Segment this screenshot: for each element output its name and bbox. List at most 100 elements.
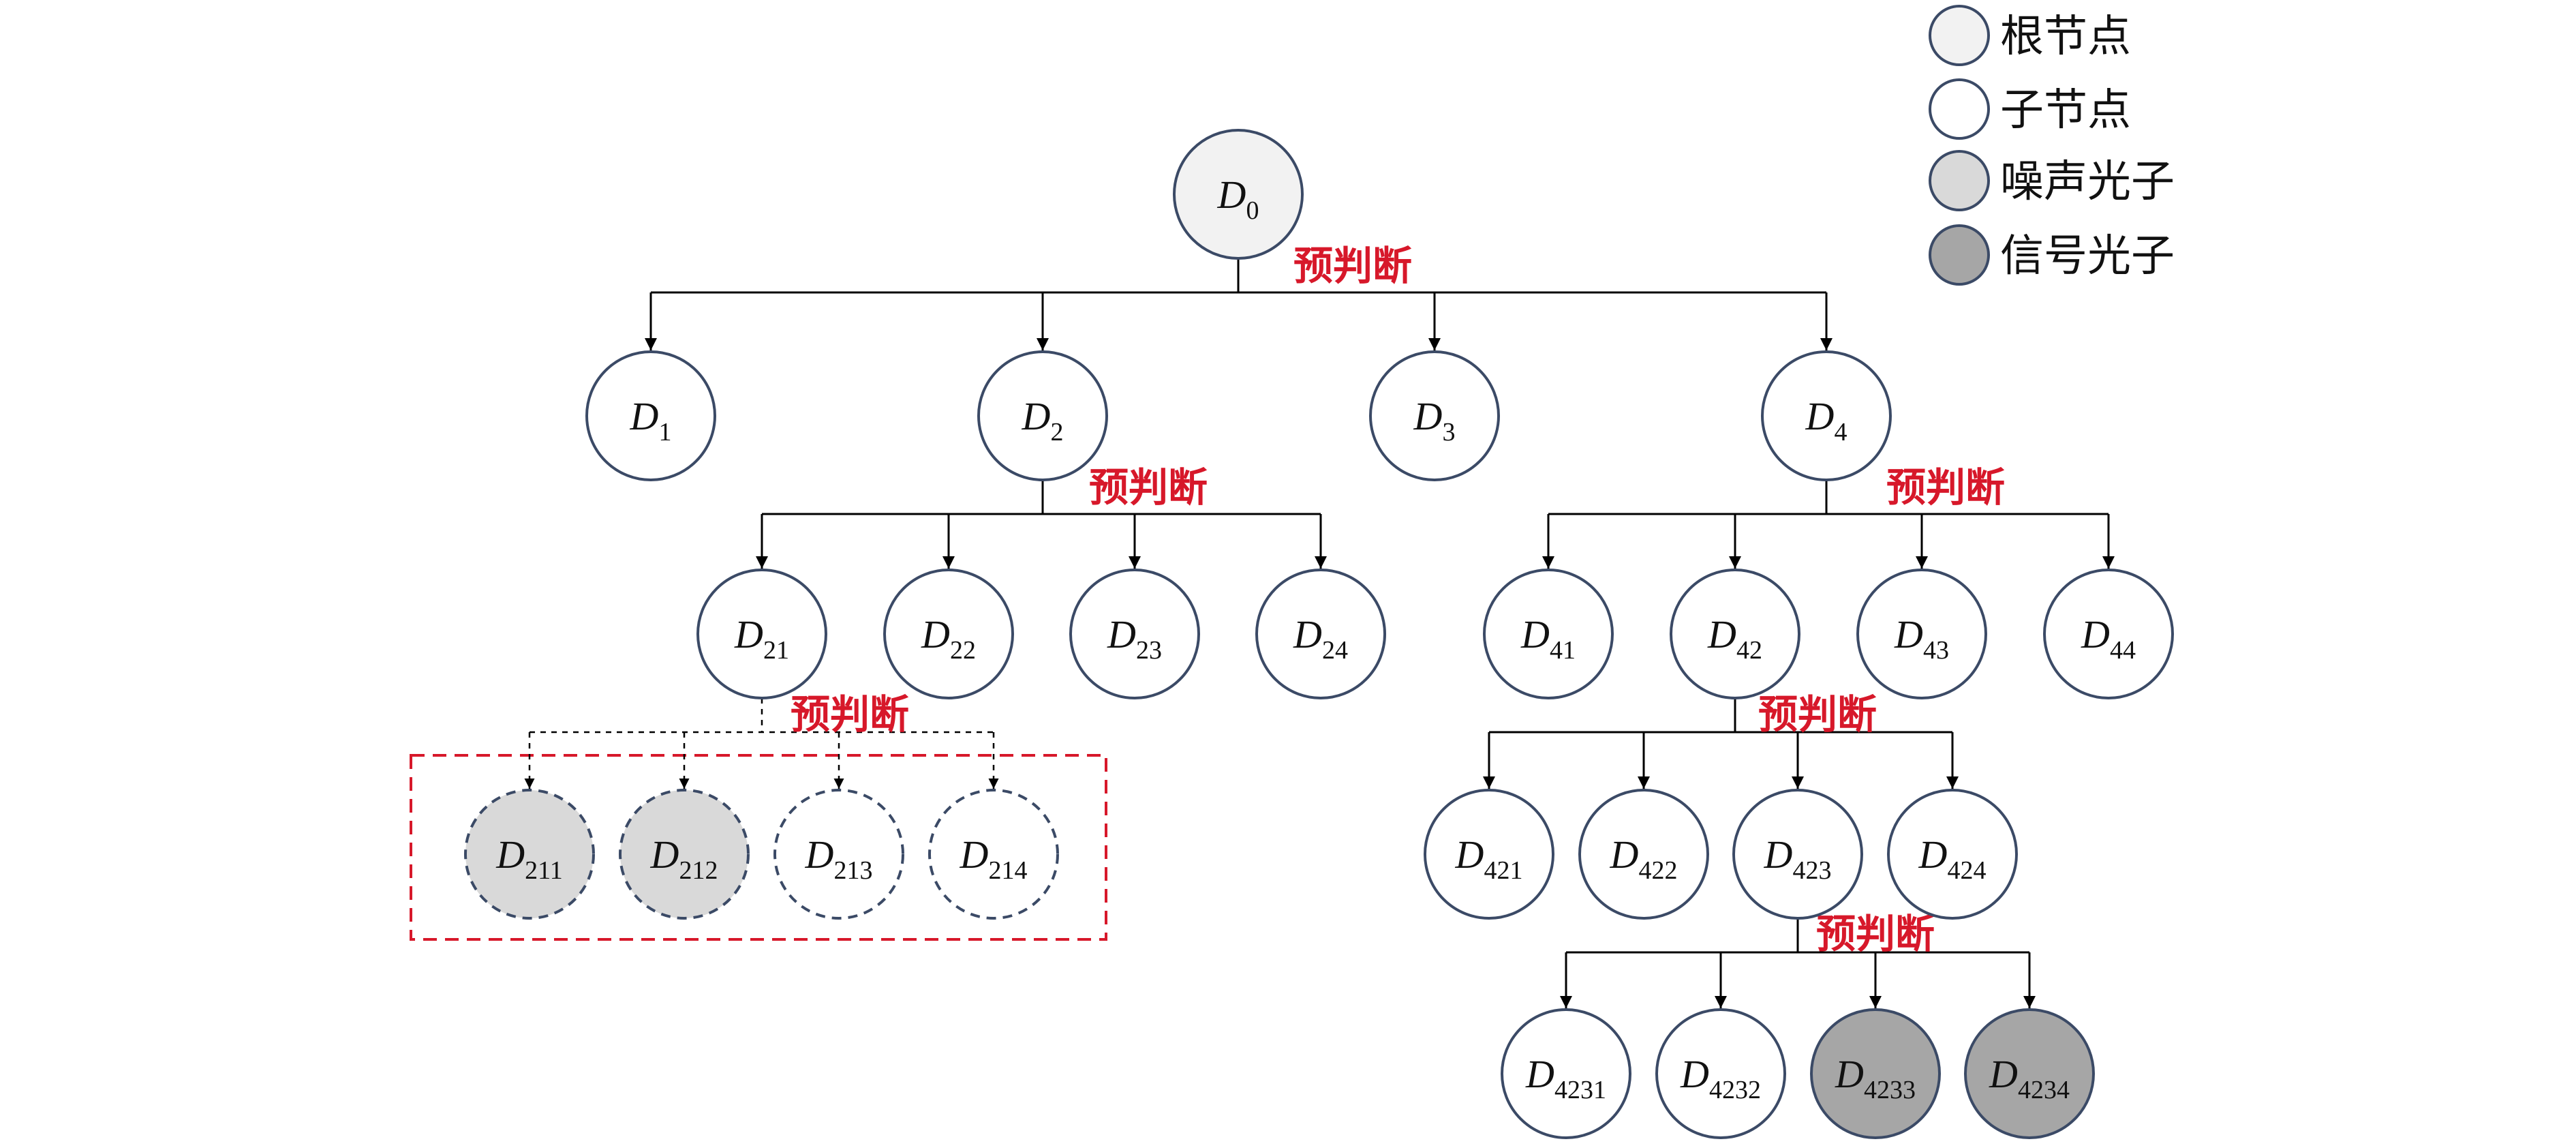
node-circle (773, 789, 904, 920)
node-label: D2 (1022, 394, 1064, 447)
node-circle (1483, 569, 1614, 699)
node-label: D213 (805, 832, 873, 885)
edge-group-d0 (645, 258, 1833, 350)
node-label: D1 (630, 394, 672, 447)
prejudge-label: 预判断 (791, 691, 909, 738)
node-circle (1501, 1008, 1631, 1139)
prejudge-label: 预判断 (1816, 911, 1935, 957)
node-label: D4232 (1680, 1052, 1761, 1104)
node-label: D22 (921, 612, 976, 665)
node-circle (696, 569, 827, 699)
legend-item-root: 根节点 (1929, 5, 2131, 66)
node-circle (585, 350, 716, 481)
node-d2: D2 (977, 350, 1108, 481)
node-d424: D424 (1887, 789, 2018, 920)
node-label: D3 (1413, 394, 1456, 447)
legend-swatch-signal (1929, 224, 1990, 286)
node-circle (1732, 789, 1863, 920)
legend-label-root: 根节点 (2000, 12, 2131, 62)
legend-item-child: 子节点 (1929, 78, 2131, 140)
edge-group-d42 (1483, 698, 1959, 789)
node-circle (1670, 569, 1800, 699)
node-label: D0 (1217, 172, 1259, 225)
node-d3: D3 (1369, 350, 1500, 481)
edge-group-d4 (1542, 480, 2115, 569)
node-d0: D0 (1173, 129, 1304, 260)
node-circle (2043, 569, 2174, 699)
node-label: D424 (1918, 832, 1987, 885)
node-d4: D4 (1761, 350, 1892, 481)
prejudge-label: 预判断 (1886, 464, 2005, 511)
node-d4233: D4233 (1810, 1008, 1941, 1139)
node-label: D4 (1805, 394, 1847, 447)
node-d4234: D4234 (1964, 1008, 2095, 1139)
node-d4232: D4232 (1655, 1008, 1786, 1139)
legend-swatch-child (1929, 78, 1990, 140)
node-circle (1887, 789, 2018, 920)
node-label: D422 (1610, 832, 1678, 885)
node-label: D21 (734, 612, 789, 665)
node-circle (1424, 789, 1554, 920)
node-d41: D41 (1483, 569, 1614, 699)
node-d423: D423 (1732, 789, 1863, 920)
node-d4231: D4231 (1501, 1008, 1631, 1139)
node-d44: D44 (2043, 569, 2174, 699)
node-circle (1578, 789, 1709, 920)
node-circle (619, 789, 750, 920)
prejudge-label: 预判断 (1089, 464, 1208, 511)
node-label: D211 (495, 832, 562, 885)
node-label: D4234 (1989, 1052, 2070, 1104)
node-circle (1810, 1008, 1941, 1139)
node-circle (977, 350, 1108, 481)
node-label: D42 (1707, 612, 1762, 665)
node-circle (1964, 1008, 2095, 1139)
legend-label-noise: 噪声光子 (2000, 157, 2175, 207)
node-d21: D21 (696, 569, 827, 699)
prejudge-label: 预判断 (1758, 691, 1877, 738)
legend-swatch-noise (1929, 150, 1990, 211)
node-circle (928, 789, 1059, 920)
node-label: D23 (1107, 612, 1162, 665)
edge-group-d21 (524, 698, 999, 789)
prejudge-label: 预判断 (1293, 243, 1412, 289)
legend-item-signal: 信号光子 (1929, 224, 2175, 286)
node-d24: D24 (1255, 569, 1386, 699)
node-circle (883, 569, 1014, 699)
node-circle (1655, 1008, 1786, 1139)
labels-layer: 预判断预判断预判断预判断预判断预判断 (791, 243, 2005, 957)
node-label: D41 (1520, 612, 1576, 665)
node-d421: D421 (1424, 789, 1554, 920)
node-d211: D211 (464, 789, 595, 920)
node-d42: D42 (1670, 569, 1800, 699)
node-label: D423 (1764, 832, 1832, 885)
edge-group-d423 (1560, 918, 2036, 1008)
node-circle (464, 789, 595, 920)
legend: 根节点 子节点 噪声光子 信号光子 (1929, 5, 2175, 286)
node-d22: D22 (883, 569, 1014, 699)
node-circle (1255, 569, 1386, 699)
legend-label-signal: 信号光子 (2000, 231, 2175, 282)
node-label: D4233 (1835, 1052, 1916, 1104)
node-d214: D214 (928, 789, 1059, 920)
node-label: D43 (1894, 612, 1949, 665)
node-d43: D43 (1856, 569, 1987, 699)
node-d1: D1 (585, 350, 716, 481)
node-circle (1761, 350, 1892, 481)
node-d213: D213 (773, 789, 904, 920)
node-circle (1069, 569, 1200, 699)
node-label: D24 (1293, 612, 1348, 665)
node-label: D421 (1455, 832, 1523, 885)
node-d422: D422 (1578, 789, 1709, 920)
edges-layer (524, 258, 2115, 1008)
node-label: D212 (650, 832, 718, 885)
node-circle (1173, 129, 1304, 260)
edge-group-d2 (756, 480, 1327, 569)
pruned-subtree-box (410, 754, 1107, 941)
legend-label-child: 子节点 (2000, 85, 2131, 136)
node-d212: D212 (619, 789, 750, 920)
node-d23: D23 (1069, 569, 1200, 699)
node-label: D4231 (1525, 1052, 1606, 1104)
node-circle (1856, 569, 1987, 699)
